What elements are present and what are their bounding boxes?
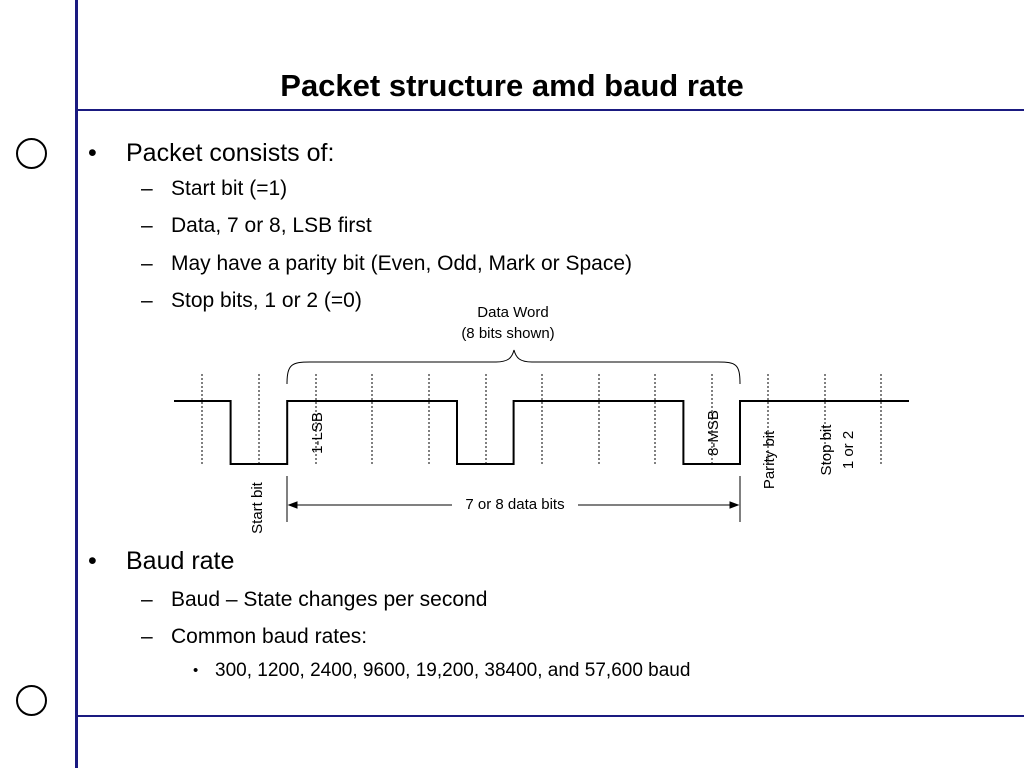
data-bits-span-arrow	[286, 476, 741, 522]
dash-marker: –	[141, 588, 153, 611]
stop-bit-label: Stop bit	[818, 424, 835, 476]
packet-item-parity: May have a parity bit (Even, Odd, Mark o…	[171, 252, 633, 275]
decorative-circle-bottom	[16, 685, 47, 716]
dash-marker: –	[141, 177, 153, 200]
packet-item-data: Data, 7 or 8, LSB first	[171, 214, 372, 237]
packet-item-stop-bits: Stop bits, 1 or 2 (=0)	[171, 289, 362, 312]
packet-heading: Packet consists of:	[126, 139, 335, 167]
dash-marker: –	[141, 289, 153, 312]
arrow-head-right	[729, 501, 740, 509]
dash-marker: –	[141, 214, 153, 237]
dash-marker: –	[141, 252, 153, 275]
msb-label: 8-MSB	[705, 410, 722, 456]
dash-marker: –	[141, 625, 153, 648]
data-word-label: Data Word	[477, 304, 548, 321]
data-word-sublabel: (8 bits shown)	[461, 325, 554, 342]
start-bit-label: Start bit	[249, 481, 266, 534]
stop-bit-count-label: 1 or 2	[840, 431, 857, 469]
baud-item-definition: Baud – State changes per second	[171, 588, 488, 611]
decorative-circle-top	[16, 138, 47, 169]
slide-title: Packet structure amd baud rate	[280, 68, 744, 103]
lsb-label: 1-LSB	[309, 412, 326, 454]
title-divider	[75, 109, 1024, 111]
parity-bit-label: Parity bit	[761, 430, 778, 489]
left-vertical-rule	[75, 0, 78, 768]
baud-heading: Baud rate	[126, 547, 235, 575]
packet-item-start-bit: Start bit (=1)	[171, 177, 288, 200]
bullet-marker: •	[88, 139, 97, 167]
small-bullet-marker: •	[193, 662, 199, 679]
bit-boundary-guides	[201, 374, 882, 464]
data-word-brace	[286, 349, 741, 385]
arrow-head-left	[287, 501, 298, 509]
signal-waveform	[174, 400, 909, 465]
bullet-marker: •	[88, 547, 97, 575]
footer-divider	[75, 715, 1024, 717]
baud-item-common: Common baud rates:	[171, 625, 368, 648]
baud-rates-list: 300, 1200, 2400, 9600, 19,200, 38400, an…	[215, 660, 691, 681]
data-bits-label: 7 or 8 data bits	[465, 496, 564, 513]
